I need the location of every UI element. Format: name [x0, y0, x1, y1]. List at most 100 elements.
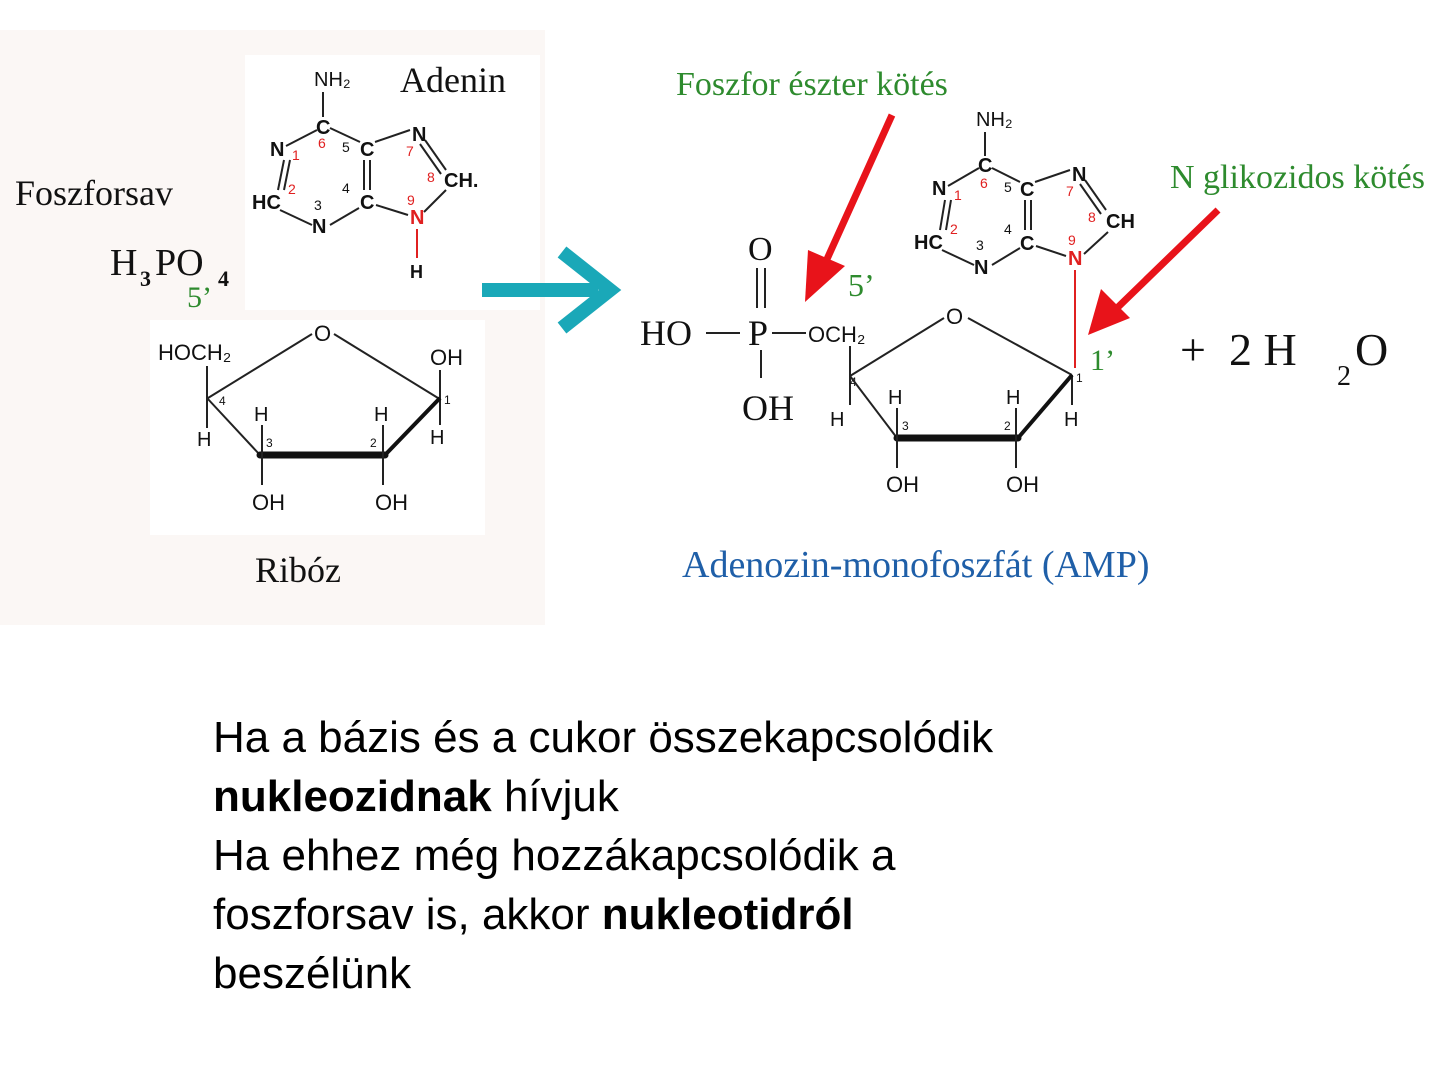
svg-text:CH: CH [1106, 211, 1135, 233]
svg-text:H: H [197, 429, 211, 451]
svg-text:H: H [1006, 387, 1020, 409]
svg-text:P: P [748, 313, 768, 353]
svg-text:C: C [316, 117, 330, 139]
water-product: + 2 H 2 O [1180, 324, 1388, 392]
nucleoside-term: nukleozidnak [213, 772, 492, 821]
svg-text:N: N [932, 178, 946, 200]
svg-text:C: C [1020, 233, 1034, 255]
glycosidic-arrow [1088, 207, 1221, 335]
phosphoric-acid-formula: H 3 PO 4 [110, 242, 229, 291]
caption-line-4: foszforsav is, akkor nukleotidról [213, 885, 1213, 944]
svg-text:N: N [270, 139, 284, 161]
caption-text: Ha a bázis és a cukor összekapcsolódik n… [213, 708, 1213, 1003]
svg-text:O: O [1355, 324, 1388, 375]
glycosidic-bond-label: N glikozidos kötés [1170, 159, 1425, 196]
svg-text:OH: OH [742, 388, 794, 428]
amp-label: Adenozin-monofoszfát (AMP) [682, 544, 1150, 586]
svg-text:8: 8 [1088, 209, 1096, 225]
svg-text:4: 4 [1004, 221, 1012, 237]
svg-text:1: 1 [444, 393, 451, 407]
svg-text:2: 2 [1337, 361, 1351, 392]
svg-text:1: 1 [1076, 371, 1083, 385]
svg-text:8: 8 [427, 169, 435, 185]
svg-text:4: 4 [342, 180, 350, 196]
svg-text:C: C [360, 139, 374, 161]
svg-text:PO: PO [155, 242, 204, 284]
svg-text:O: O [748, 231, 773, 268]
svg-text:OH: OH [430, 345, 463, 370]
caption-line-3: Ha ehhez még hozzákapcsolódik a [213, 831, 896, 880]
svg-text:H: H [430, 427, 444, 449]
adenine-label: Adenin [400, 60, 506, 100]
svg-text:H: H [254, 404, 268, 426]
svg-text:H: H [374, 404, 388, 426]
svg-text:H: H [410, 262, 423, 282]
caption-line-2: nukleozidnak hívjuk [213, 767, 1213, 826]
svg-text:H: H [110, 242, 137, 284]
five-prime-label-right: 5’ [848, 267, 875, 303]
svg-text:C: C [360, 192, 374, 214]
svg-text:1: 1 [954, 187, 962, 203]
ribose-label: Ribóz [255, 550, 341, 590]
caption-line-2-rest: hívjuk [491, 772, 619, 821]
caption-line-4-start: foszforsav is, akkor [213, 890, 602, 939]
svg-text:2: 2 [370, 436, 377, 450]
svg-text:HO: HO [640, 313, 692, 353]
svg-text:2: 2 [950, 221, 958, 237]
phosphoric-acid-label: Foszforsav [15, 173, 173, 213]
svg-text:O: O [314, 321, 331, 346]
svg-text:1: 1 [292, 147, 300, 163]
svg-text:3: 3 [902, 419, 909, 433]
svg-text:N: N [312, 216, 326, 238]
svg-text:3: 3 [314, 197, 322, 213]
svg-text:OH: OH [886, 472, 919, 497]
svg-text:NH₂: NH₂ [314, 69, 351, 91]
svg-text:N: N [412, 124, 426, 146]
svg-text:9: 9 [407, 192, 415, 208]
svg-text:3: 3 [976, 237, 984, 253]
one-prime-label-right: 1’ [1090, 344, 1115, 377]
svg-text:CH.: CH. [444, 170, 478, 192]
svg-text:2: 2 [288, 181, 296, 197]
svg-text:OH: OH [1006, 472, 1039, 497]
svg-text:2: 2 [1004, 419, 1011, 433]
adenine-structure-right: NH₂ C N HC N C C N CH N 1 2 3 4 5 6 7 8 … [914, 109, 1135, 279]
svg-text:3: 3 [140, 266, 151, 291]
reaction-arrow [482, 246, 622, 334]
svg-text:N: N [410, 207, 424, 229]
svg-text:NH₂: NH₂ [976, 109, 1013, 131]
svg-text:C: C [978, 155, 992, 177]
svg-text:5: 5 [1004, 179, 1012, 195]
phosphoester-bond-label: Foszfor észter kötés [676, 66, 948, 103]
nucleotide-term: nukleotidról [601, 890, 854, 939]
svg-text:+ 2 H: + 2 H [1180, 324, 1297, 375]
five-prime-label-left: 5’ [187, 281, 212, 314]
svg-text:OH: OH [375, 490, 408, 515]
svg-text:HC: HC [914, 232, 943, 254]
svg-text:OCH₂: OCH₂ [808, 322, 865, 347]
phosphate-group-right: HO P O OH OCH₂ [640, 231, 865, 428]
svg-text:7: 7 [1066, 183, 1074, 199]
phosphoester-arrow [805, 113, 896, 302]
svg-text:H: H [888, 387, 902, 409]
adenine-box [245, 55, 540, 310]
svg-text:O: O [946, 304, 963, 329]
svg-text:6: 6 [318, 135, 326, 151]
svg-text:N: N [974, 257, 988, 279]
caption-line-1: Ha a bázis és a cukor összekapcsolódik [213, 713, 994, 762]
svg-text:C: C [1020, 179, 1034, 201]
ribose-structure-right: O H 4 H 1 H H 3 2 OH OH [830, 304, 1083, 497]
svg-text:H: H [1064, 409, 1078, 431]
caption-line-5: beszélünk [213, 949, 412, 998]
svg-text:4: 4 [218, 266, 229, 291]
ribose-box [150, 320, 485, 535]
svg-text:6: 6 [980, 175, 988, 191]
svg-text:7: 7 [406, 143, 414, 159]
reaction-diagram: Foszforsav H 3 PO 4 5’ Adenin NH₂ C N HC… [15, 55, 1425, 590]
svg-text:4: 4 [219, 394, 226, 408]
adenine-structure-left: NH₂ C N HC N C C N CH. N H 1 2 3 4 5 6 7… [252, 69, 478, 282]
svg-text:HOCH₂: HOCH₂ [158, 340, 231, 365]
svg-text:9: 9 [1068, 232, 1076, 248]
svg-text:N: N [1068, 248, 1082, 270]
